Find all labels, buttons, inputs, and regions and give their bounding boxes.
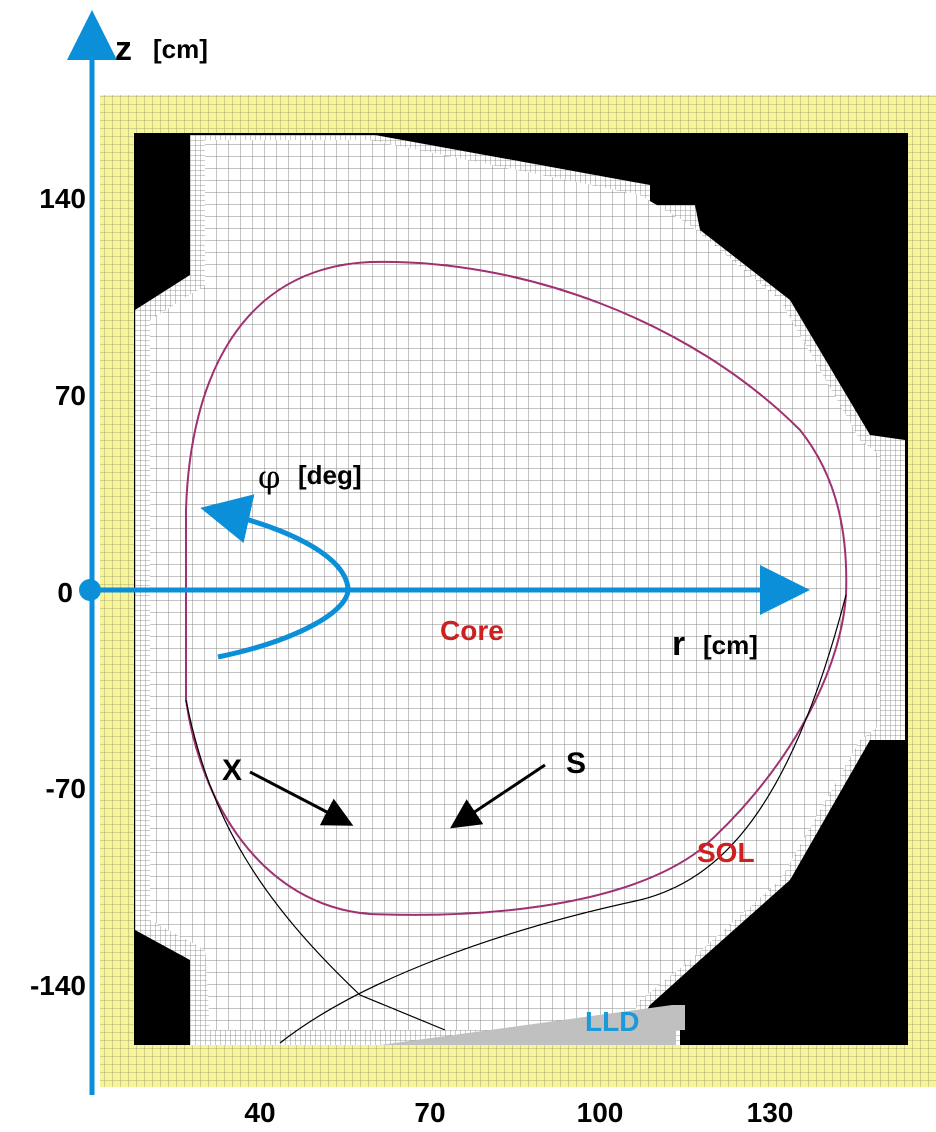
core-mesh-region bbox=[190, 261, 847, 913]
r-axis-label: r bbox=[672, 625, 685, 663]
r-tick-40: 40 bbox=[244, 1097, 275, 1128]
divertor-leg-outer bbox=[279, 594, 847, 1044]
core-label: Core bbox=[440, 615, 504, 646]
lld-plate bbox=[380, 1005, 685, 1045]
divertor-leg-inner bbox=[185, 699, 446, 1031]
r-tick-100: 100 bbox=[577, 1097, 624, 1128]
strike-point-label: S bbox=[566, 747, 586, 780]
phi-axis-label: φ bbox=[258, 458, 280, 496]
origin-dot bbox=[79, 579, 101, 601]
z-tick-140: 140 bbox=[39, 183, 86, 214]
r-axis-unit: [cm] bbox=[703, 630, 758, 660]
x-point-label: X bbox=[222, 754, 242, 787]
lld-label: LLD bbox=[585, 1006, 639, 1037]
z-tick-neg140: -140 bbox=[30, 970, 86, 1001]
z-axis-unit: [cm] bbox=[153, 34, 208, 64]
z-tick-70: 70 bbox=[55, 380, 86, 411]
z-tick-neg70: -70 bbox=[46, 773, 86, 804]
z-tick-0: 0 bbox=[57, 577, 73, 608]
phi-axis-unit: [deg] bbox=[298, 460, 362, 490]
z-axis-label: z bbox=[115, 30, 132, 68]
phi-arrow bbox=[200, 494, 351, 660]
sol-label: SOL bbox=[697, 837, 755, 868]
s-point-pointer bbox=[450, 763, 546, 829]
x-point-pointer bbox=[249, 770, 354, 826]
r-ticks: 40 70 100 130 bbox=[244, 1097, 793, 1128]
r-tick-130: 130 bbox=[747, 1097, 794, 1128]
r-tick-70: 70 bbox=[414, 1097, 445, 1128]
z-ticks: 140 70 0 -70 -140 bbox=[30, 183, 86, 1001]
